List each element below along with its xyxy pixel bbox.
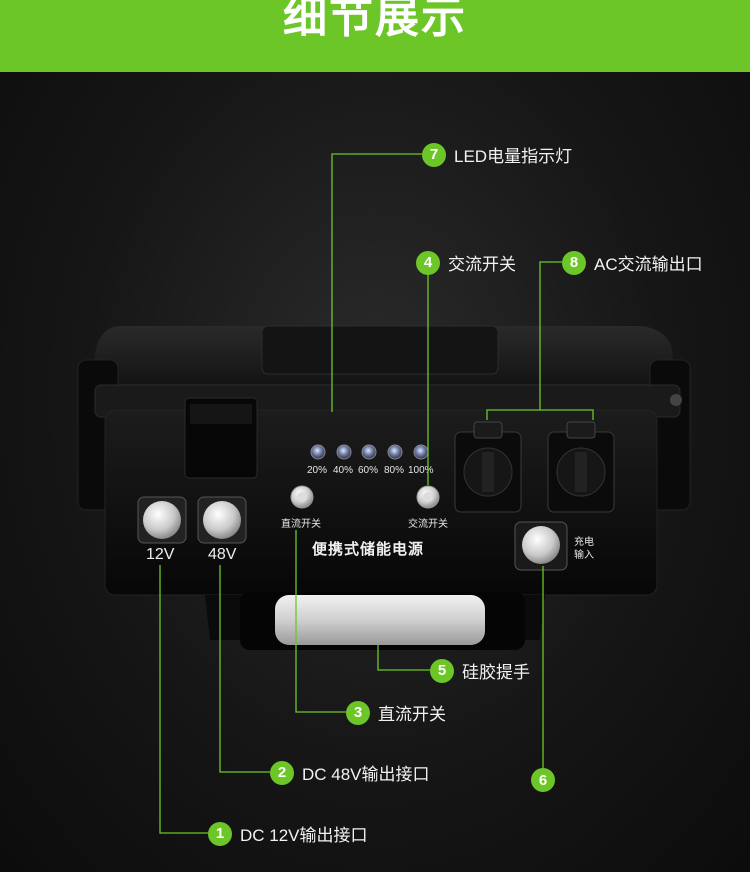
callout-number-7: 7 <box>422 142 446 167</box>
battery-level-20: 20% <box>307 465 328 476</box>
callout-led-indicator: 7 LED电量指示灯 <box>422 142 572 167</box>
charge-label-1: 充电 <box>574 537 594 548</box>
callout-number-6: 6 <box>531 768 555 792</box>
callout-label-8: AC交流输出口 <box>594 255 703 274</box>
battery-level-80: 80% <box>384 465 405 476</box>
banner-title: 细节展示 <box>283 0 467 42</box>
callout-ac-output: 8 AC交流输出口 <box>562 250 703 275</box>
callout-label-2: DC 48V输出接口 <box>302 765 430 784</box>
battery-level-100: 100% <box>408 465 434 476</box>
callout-label-1: DC 12V输出接口 <box>240 826 368 845</box>
device-name: 便携式储能电源 <box>312 541 425 558</box>
callout-silicone-handle: 5 硅胶提手 <box>430 658 530 683</box>
port-48v-label: 48V <box>208 546 237 563</box>
port-12v-label: 12V <box>146 546 175 563</box>
callout-number-3: 3 <box>346 700 370 725</box>
dc-switch-label: 直流开关 <box>281 519 321 530</box>
battery-level-40: 40% <box>333 465 354 476</box>
callout-dc-12v: 1 DC 12V输出接口 <box>208 821 368 846</box>
callout-number-1: 1 <box>208 821 232 846</box>
callout-label-3: 直流开关 <box>378 705 446 724</box>
callout-number-5: 5 <box>430 658 454 683</box>
charge-label-2: 输入 <box>574 550 594 561</box>
callout-number-4: 4 <box>416 250 440 275</box>
callout-label-7: LED电量指示灯 <box>454 147 573 166</box>
callout-label-5: 硅胶提手 <box>462 663 530 682</box>
callout-ac-switch: 4 交流开关 <box>416 250 516 275</box>
callout-dc-switch: 3 直流开关 <box>346 700 446 725</box>
callout-label-4: 交流开关 <box>448 255 516 274</box>
callout-number-8: 8 <box>562 250 586 275</box>
header-banner: 细节展示 <box>0 0 750 72</box>
ac-switch-label: 交流开关 <box>408 519 448 530</box>
battery-level-60: 60% <box>358 465 379 476</box>
callout-number-2: 2 <box>270 760 294 785</box>
callout-dc-48v: 2 DC 48V输出接口 <box>270 760 430 785</box>
